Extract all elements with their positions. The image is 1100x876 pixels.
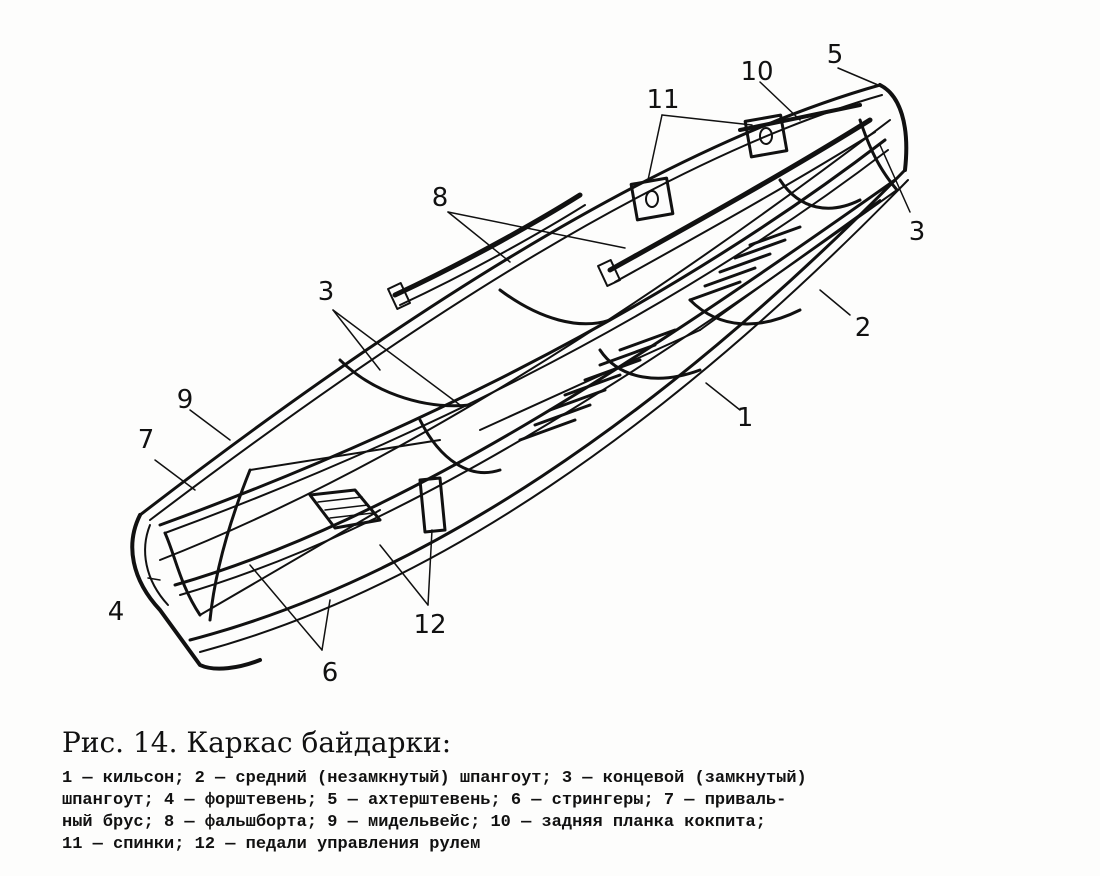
brace-4 <box>699 199 881 331</box>
bow-stem <box>130 513 262 671</box>
gunwale-left-inner <box>149 94 883 521</box>
frame-1 <box>338 358 472 408</box>
callout-1: 1 <box>736 403 754 433</box>
figure-caption-title: Рис. 14. Каркас байдарки: <box>62 726 452 759</box>
callout-12: 12 <box>413 610 447 640</box>
brace-3 <box>479 329 701 431</box>
backrest-1-mark <box>645 190 659 208</box>
coaming-left-b <box>399 204 586 306</box>
coaming-end-left <box>387 282 411 310</box>
coaming-left-a <box>392 192 583 298</box>
frame-5 <box>688 298 802 326</box>
side-stringer <box>159 119 891 561</box>
rudder-pedal-right <box>418 476 447 534</box>
floor-slats <box>518 225 802 442</box>
brace-2 <box>249 439 441 471</box>
callout-3-right: 3 <box>908 217 926 247</box>
leader-lines <box>147 67 911 651</box>
rudder-pedal-left <box>308 488 382 530</box>
legend-line: 1 — кильсон; 2 — средний (незамкнутый) ш… <box>62 769 807 788</box>
backrest-1 <box>629 176 675 222</box>
callout-10: 10 <box>740 57 774 87</box>
gunwale-right-inner <box>164 149 889 534</box>
bottom-stringer-inner <box>199 179 909 653</box>
figure-caption-legend: 1 — кильсон; 2 — средний (незамкнутый) ш… <box>62 768 1052 856</box>
coaming-right-b <box>614 131 876 283</box>
brace-1 <box>199 509 381 616</box>
callout-7: 7 <box>137 425 155 455</box>
callout-2: 2 <box>854 313 872 343</box>
coaming-end-right <box>597 259 621 287</box>
kayak-frame-drawing <box>130 67 911 671</box>
frame-bow <box>163 531 202 617</box>
rudder-pedal-left-ribs <box>317 496 374 519</box>
frame-stern <box>858 118 899 192</box>
bow-stem-inner <box>144 524 169 606</box>
callout-6: 6 <box>321 658 339 688</box>
callout-3-left: 3 <box>317 277 335 307</box>
frame-4 <box>598 348 702 380</box>
gunwale-right <box>158 138 887 527</box>
frame-3 <box>498 288 612 326</box>
callout-4: 4 <box>107 597 125 627</box>
callout-5: 5 <box>826 40 844 70</box>
backrest-2 <box>743 113 789 159</box>
frame-2 <box>418 418 502 475</box>
bottom-stringer <box>188 168 907 642</box>
backrest-2-mark <box>759 127 773 145</box>
frame-bow-b <box>208 468 252 622</box>
keel-line-inner <box>179 189 898 596</box>
coaming-right-a <box>607 117 873 273</box>
legend-line: 11 — спинки; 12 — педали управления руле… <box>62 835 481 854</box>
keel-line <box>173 178 897 587</box>
callout-9: 9 <box>176 385 194 415</box>
callout-8: 8 <box>431 183 449 213</box>
callout-11: 11 <box>646 85 680 115</box>
rear-cockpit-plank <box>738 103 862 132</box>
legend-line: шпангоут; 4 — форштевень; 5 — ахтерштеве… <box>62 791 787 810</box>
stern-post <box>878 83 909 172</box>
legend-line: ный брус; 8 — фальшборта; 9 — мидельвейс… <box>62 813 766 832</box>
frame-6 <box>778 178 862 210</box>
